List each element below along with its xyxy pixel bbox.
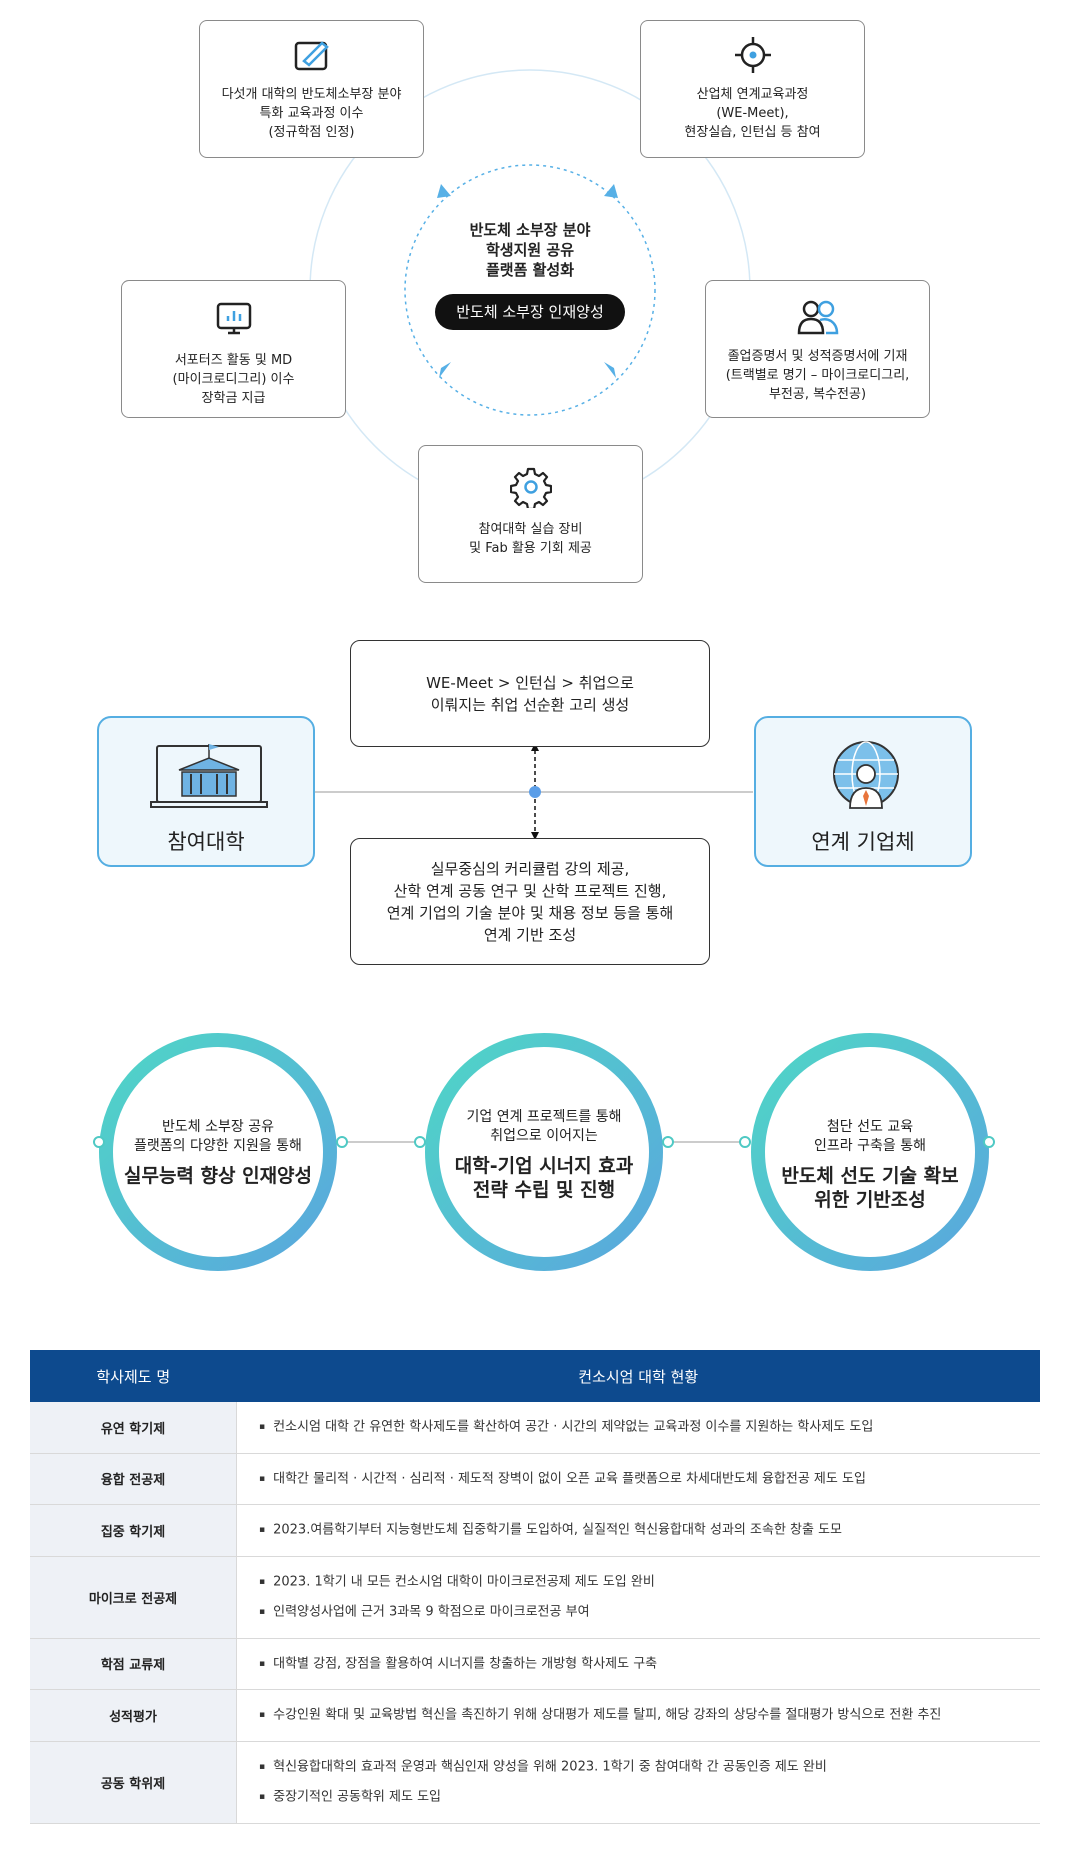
linkage-bottom-text: 실무중심의 커리큘럼 강의 제공, 산학 연계 공동 연구 및 산학 프로젝트 … [386, 859, 674, 944]
goal-2-subtitle: 기업 연계 프로젝트를 통해 취업으로 이어지는 [466, 1109, 622, 1144]
linkage-university-box: 참여대학 [97, 716, 315, 867]
platform-card-text: 서포터즈 활동 및 MD (마이크로디그리) 이수 장학금 지급 [172, 353, 295, 406]
linkage-right-label: 연계 기업체 [811, 830, 915, 854]
platform-card-equipment: 참여대학 실습 장비 및 Fab 활용 기회 제공 [418, 445, 643, 583]
row-item: 2023. 1학기 내 모든 컨소시엄 대학이 마이크로전공제 제도 도입 완비 [259, 1567, 1018, 1598]
table-row: 공동 학위제 혁신융합대학의 효과적 운영과 핵심인재 양성을 위해 2023.… [30, 1741, 1040, 1824]
table-row: 학점 교류제 대학별 강점, 장점을 활용하여 시너지를 창출하는 개방형 학사… [30, 1638, 1040, 1690]
target-icon [734, 37, 771, 73]
platform-center-title: 반도체 소부장 분야 학생지원 공유 플랫폼 활성화 [469, 221, 591, 279]
row-item: 대학별 강점, 장점을 활용하여 시너지를 창출하는 개방형 학사제도 구축 [259, 1649, 1018, 1680]
academic-system-table: 학사제도 명 컨소시엄 대학 현황 유연 학기제 컨소시엄 대학 간 유연한 학… [30, 1350, 1040, 1824]
row-name: 유연 학기제 [30, 1402, 237, 1454]
linkage-bottom-box: 실무중심의 커리큘럼 강의 제공, 산학 연계 공동 연구 및 산학 프로젝트 … [350, 838, 710, 965]
row-name: 집중 학기제 [30, 1504, 237, 1557]
row-item: 중장기적인 공동학위 제도 도입 [259, 1782, 1018, 1813]
goal-3-title: 반도체 선도 기술 확보 위한 기반조성 [781, 1165, 959, 1211]
globe-person-icon [833, 741, 899, 809]
table-row: 집중 학기제 2023.여름학기부터 지능형반도체 집중학기를 도입하여, 실질… [30, 1504, 1040, 1557]
goal-rings [93, 1033, 995, 1271]
platform-card-industry: 산업체 연계교육과정 (WE-Meet), 현장실습, 인턴십 등 참여 [640, 20, 865, 158]
platform-card-text: 참여대학 실습 장비 및 Fab 활용 기회 제공 [469, 522, 592, 556]
university-building-icon [150, 744, 268, 808]
platform-card-text: 졸업증명서 및 성적증명서에 기재 (트랙별로 명기 – 마이크로디그리, 부전… [725, 349, 910, 402]
goal-1-subtitle: 반도체 소부장 공유 플랫폼의 다양한 지원을 통해 [134, 1119, 302, 1154]
table-row: 융합 전공제 대학간 물리적 · 시간적 · 심리적 · 제도적 장벽이 없이 … [30, 1453, 1040, 1505]
row-item: 2023.여름학기부터 지능형반도체 집중학기를 도입하여, 실질적인 혁신융합… [259, 1515, 1018, 1546]
linkage-top-box: WE-Meet > 인턴십 > 취업으로 이뤄지는 취업 선순환 고리 생성 [350, 640, 710, 747]
table-row: 마이크로 전공제 2023. 1학기 내 모든 컨소시엄 대학이 마이크로전공제… [30, 1556, 1040, 1639]
table-row: 성적평가 수강인원 확대 및 교육방법 혁신을 촉진하기 위해 상대평가 제도를… [30, 1689, 1040, 1742]
row-item: 혁신융합대학의 효과적 운영과 핵심인재 양성을 위해 2023. 1학기 중 … [259, 1752, 1018, 1783]
row-name: 마이크로 전공제 [30, 1556, 237, 1639]
platform-card-scholarship: 서포터즈 활동 및 MD (마이크로디그리) 이수 장학금 지급 [121, 280, 346, 418]
platform-center-pill: 반도체 소부장 인재양성 [435, 294, 625, 330]
linkage-left-label: 참여대학 [167, 830, 245, 854]
platform-card-text: 다섯개 대학의 반도체소부장 분야 특화 교육과정 이수 (정규학점 인정) [221, 87, 402, 140]
monitor-chart-icon [216, 302, 251, 335]
row-item: 대학간 물리적 · 시간적 · 심리적 · 제도적 장벽이 없이 오픈 교육 플… [259, 1464, 1018, 1495]
goal-1-title: 실무능력 향상 인재양성 [123, 1165, 313, 1187]
table-header-name: 학사제도 명 [30, 1350, 237, 1402]
linkage-top-text: WE-Meet > 인턴십 > 취업으로 이뤄지는 취업 선순환 고리 생성 [426, 673, 634, 714]
pen-edit-icon [294, 41, 329, 71]
goal-3: 첨단 선도 교육 인프라 구축을 통해 반도체 선도 기술 확보 위한 기반조성 [765, 1118, 975, 1212]
platform-card-certificate: 졸업증명서 및 성적증명서에 기재 (트랙별로 명기 – 마이크로디그리, 부전… [705, 280, 930, 418]
row-item: 수강인원 확대 및 교육방법 혁신을 촉진하기 위해 상대평가 제도를 탈피, … [259, 1700, 1018, 1731]
table-header-status: 컨소시엄 대학 현황 [236, 1350, 1040, 1402]
row-item: 인력양성사업에 근거 3과목 9 학점으로 마이크로전공 부여 [259, 1597, 1018, 1628]
gear-icon [509, 467, 552, 508]
row-item: 컨소시엄 대학 간 유연한 학사제도를 확산하여 공간 · 시간의 제약없는 교… [259, 1412, 1018, 1443]
goal-2-title: 대학-기업 시너지 효과 전략 수립 및 진행 [454, 1155, 634, 1201]
platform-card-text: 산업체 연계교육과정 (WE-Meet), 현장실습, 인턴십 등 참여 [684, 87, 821, 140]
row-name: 학점 교류제 [30, 1638, 237, 1690]
row-name: 공동 학위제 [30, 1741, 237, 1824]
table-row: 유연 학기제 컨소시엄 대학 간 유연한 학사제도를 확산하여 공간 · 시간의… [30, 1402, 1040, 1454]
linkage-connectors [313, 743, 753, 840]
goal-2: 기업 연계 프로젝트를 통해 취업으로 이어지는 대학-기업 시너지 효과 전략… [439, 1108, 649, 1202]
platform-card-curriculum: 다섯개 대학의 반도체소부장 분야 특화 교육과정 이수 (정규학점 인정) [199, 20, 424, 158]
row-name: 성적평가 [30, 1689, 237, 1742]
users-icon [797, 300, 838, 335]
platform-center: 반도체 소부장 분야 학생지원 공유 플랫폼 활성화 반도체 소부장 인재양성 [405, 220, 655, 330]
row-name: 융합 전공제 [30, 1453, 237, 1505]
linkage-company-box: 연계 기업체 [754, 716, 972, 867]
goal-1: 반도체 소부장 공유 플랫폼의 다양한 지원을 통해 실무능력 향상 인재양성 [113, 1118, 323, 1188]
goal-3-subtitle: 첨단 선도 교육 인프라 구축을 통해 [814, 1119, 926, 1154]
